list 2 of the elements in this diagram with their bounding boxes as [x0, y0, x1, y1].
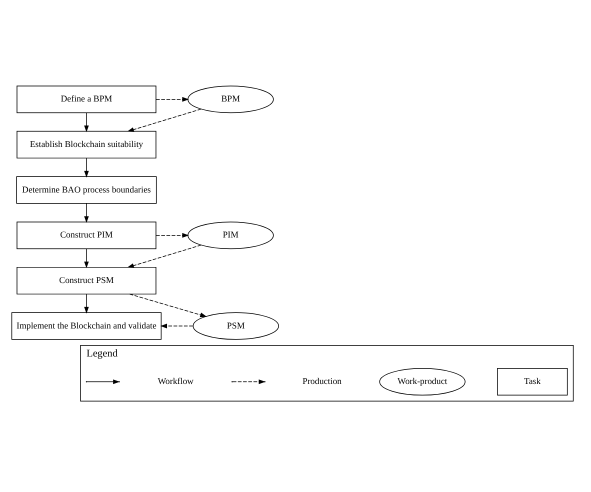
- legend-label: Workflow: [158, 376, 194, 386]
- legend-label: Production: [302, 376, 342, 386]
